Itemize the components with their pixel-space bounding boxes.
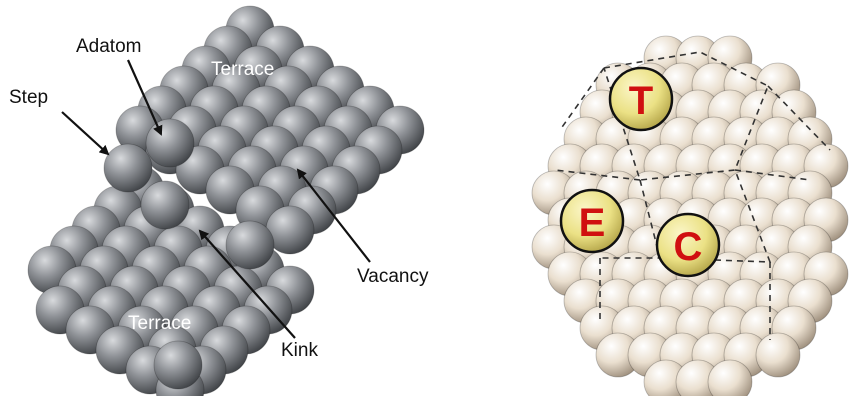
site-edge: E [561, 190, 623, 252]
site-terrace-letter: T [629, 79, 653, 123]
kink-label: Kink [281, 340, 318, 361]
step-arrow [62, 112, 108, 154]
vacancy-label: Vacancy [357, 266, 429, 287]
atom [226, 221, 274, 269]
step-label: Step [9, 87, 48, 108]
site-edge-letter: E [579, 201, 606, 245]
site-corner: C [657, 214, 719, 276]
atom [154, 341, 202, 389]
atom [756, 333, 800, 377]
site-corner-letter: C [674, 225, 703, 269]
adatom-atom [146, 119, 194, 167]
adatom-label: Adatom [76, 36, 141, 57]
terrace-bottom-label: Terrace [128, 313, 191, 334]
terrace-top-label: Terrace [211, 59, 274, 80]
site-terrace: T [610, 68, 672, 130]
kink-atom [141, 181, 189, 229]
step-edge-atom [104, 144, 152, 192]
